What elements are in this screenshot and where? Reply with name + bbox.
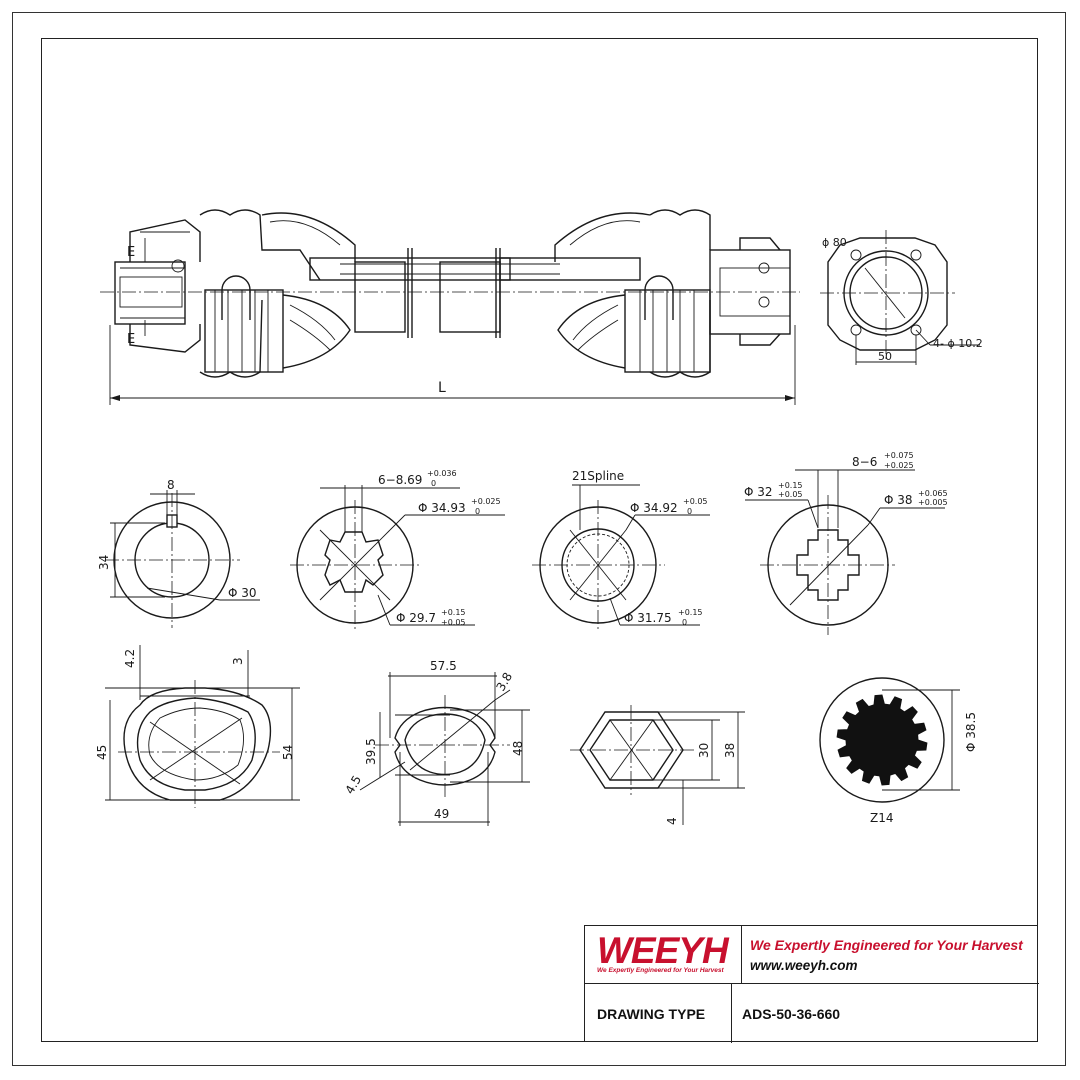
spline21-outer-tol-upper: +0.05 [683, 497, 708, 506]
spline21-inner-tol-upper: +0.15 [678, 608, 703, 617]
spline8-spec-tol-lower: +0.025 [884, 461, 914, 470]
triangle-outer-height: 54 [281, 745, 295, 760]
spline6-outer-tol-lower: 0 [475, 507, 480, 516]
hex-inner: 30 [697, 743, 711, 758]
brand-logo: WEEYH [597, 930, 729, 971]
hex-wall: 4 [665, 817, 679, 825]
spline8-spec-tol-upper: +0.075 [884, 451, 914, 460]
z14-spline-shape [836, 694, 928, 786]
profile-lemon-tube: 57.5 3.8 39.5 4.5 48 49 [342, 659, 530, 826]
spline21-outer-tol-lower: 0 [687, 507, 692, 516]
drawing-type-label-cell: DRAWING TYPE [585, 984, 732, 1043]
lemon-corner: 3.8 [493, 670, 515, 694]
logo-cell: WEEYH We Expertly Engineered for Your Ha… [585, 926, 742, 984]
section-mark-top: E [127, 245, 135, 260]
slogan-cell: We Expertly Engineered for Your Harvest … [742, 926, 1039, 984]
lemon-bottom-width: 49 [434, 807, 449, 821]
spline8-spec: 8−6 [852, 455, 877, 469]
lemon-inner-height: 39.5 [364, 738, 378, 765]
flange-holes: 4- ϕ 10.2 [933, 337, 983, 350]
lemon-top-width: 57.5 [430, 659, 457, 673]
triangle-top-right: 3 [231, 657, 245, 665]
profile-spline-z14: Φ 38.5 Z14 [819, 677, 978, 825]
spline8-inner: Φ 32 [744, 485, 773, 499]
spline6-outer-tol-upper: +0.025 [471, 497, 501, 506]
hex-outer: 38 [723, 743, 737, 758]
z14-teeth: Z14 [870, 811, 894, 825]
spline8-inner-tol-lower: +0.05 [778, 490, 803, 499]
keyed-diameter: Φ 30 [228, 586, 257, 600]
outer-border [12, 12, 1066, 1066]
section-mark-bottom: E [127, 332, 135, 347]
spline21-label: 21Spline [572, 469, 624, 483]
keyed-depth: 34 [97, 555, 111, 570]
profile-spline-21: 21Spline Φ 34.92 +0.05 0 Φ 31.75 +0.15 0 [532, 469, 710, 630]
spline6-spec: 6−8.69 [378, 473, 422, 487]
profile-hex-tube: 30 38 4 [570, 705, 745, 825]
spline8-outer-tol-upper: +0.065 [918, 489, 948, 498]
spline21-outer: Φ 34.92 [630, 501, 678, 515]
flange-spacing: 50 [878, 350, 892, 363]
spline21-inner: Φ 31.75 [624, 611, 672, 625]
spline6-outer: Φ 34.93 [418, 501, 466, 515]
brand-website: www.weeyh.com [750, 958, 858, 973]
spline8-outer-tol-lower: +0.005 [918, 498, 948, 507]
profile-triangle-tube: 4.2 3 45 54 [95, 645, 300, 808]
shaft-assembly: E E L [100, 209, 800, 405]
title-block: WEEYH We Expertly Engineered for Your Ha… [584, 925, 1039, 1043]
profile-spline-8: 8−6 +0.075 +0.025 Φ 32 +0.15 +0.05 Φ 38 … [744, 451, 948, 635]
spline8-inner-tol-upper: +0.15 [778, 481, 803, 490]
brand-slogan: We Expertly Engineered for Your Harvest [750, 937, 1023, 953]
drawing-frame [41, 38, 1038, 1042]
flange-view: ϕ 80 4- ϕ 10.2 50 [820, 230, 983, 365]
profile-spline-6: 6−8.69 +0.036 0 Φ 34.93 +0.025 0 Φ 29.7 … [290, 469, 505, 630]
lemon-outer-height: 48 [511, 741, 525, 756]
drawing-type-value: ADS-50-36-660 [742, 1006, 841, 1022]
spline6-spec-tol-upper: +0.036 [427, 469, 457, 478]
spline6-inner-tol-lower: +0.05 [441, 618, 466, 627]
triangle-inner-height: 45 [95, 745, 109, 760]
brand-logo-tagline: We Expertly Engineered for Your Harvest [597, 967, 724, 974]
z14-diameter: Φ 38.5 [964, 712, 978, 752]
spline6-inner: Φ 29.7 [396, 611, 436, 625]
keyed-key-width: 8 [167, 478, 175, 492]
drawing-type-value-cell: ADS-50-36-660 [732, 984, 1039, 1043]
profile-keyed-bore: 8 34 Φ 30 [97, 478, 260, 628]
drawing-type-label: DRAWING TYPE [597, 1006, 706, 1022]
length-label: L [438, 380, 446, 396]
spline6-inner-tol-upper: +0.15 [441, 608, 466, 617]
spline21-inner-tol-lower: 0 [682, 618, 687, 627]
spline8-outer: Φ 38 [884, 493, 913, 507]
flange-bolt-circle: ϕ 80 [822, 236, 847, 249]
spline6-spec-tol-lower: 0 [431, 479, 436, 488]
lemon-wall: 4.5 [342, 773, 364, 797]
triangle-top-left: 4.2 [123, 649, 137, 668]
